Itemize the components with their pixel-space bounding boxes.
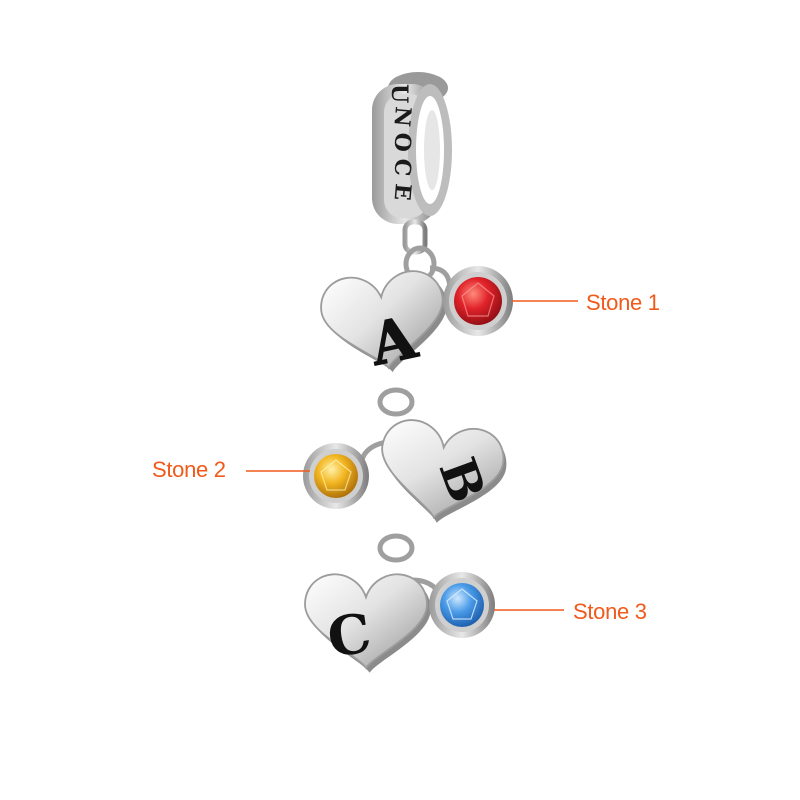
bail-engraving: U N O C E (386, 84, 416, 201)
callout-label-stone-2: Stone 2 (152, 457, 226, 482)
bail: U N O C E (372, 72, 452, 224)
svg-text:C: C (388, 157, 415, 177)
birthstone-3 (429, 572, 495, 638)
heart-letter-c: C (324, 600, 375, 669)
callout-label-stone-3: Stone 3 (573, 599, 647, 624)
svg-text:E: E (389, 182, 416, 201)
callout-label-stone-1: Stone 1 (586, 290, 660, 315)
birthstone-2 (303, 443, 369, 509)
svg-text:U: U (386, 84, 412, 103)
birthstone-1 (443, 266, 513, 336)
svg-text:O: O (388, 131, 416, 152)
callout-lines (246, 300, 578, 611)
svg-text:N: N (388, 105, 416, 127)
